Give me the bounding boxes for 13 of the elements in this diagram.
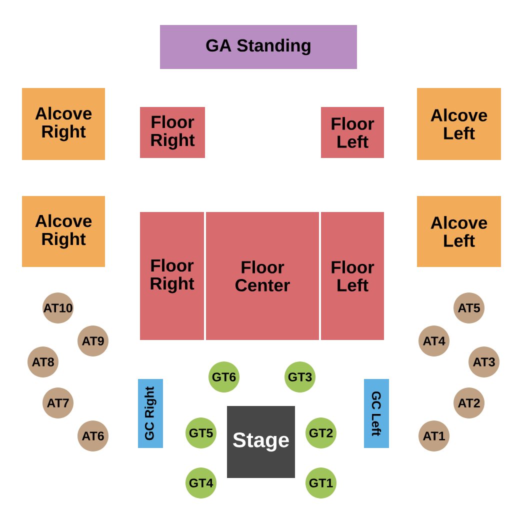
section-box: GA Standing (160, 25, 357, 69)
section-box: Floor Right (140, 212, 204, 340)
section-box: GC Right (138, 379, 163, 448)
section-box: Floor Left (321, 107, 384, 158)
section-box: Alcove Right (22, 88, 105, 160)
section-box: Floor Right (140, 107, 205, 158)
section-box: Alcove Left (417, 88, 501, 160)
section-box: Floor Center (206, 212, 319, 340)
section-box: GC Left (364, 379, 389, 448)
stage-box: Stage (227, 406, 295, 478)
section-box: Alcove Left (417, 196, 501, 267)
section-box: Alcove Right (22, 196, 105, 267)
section-box: Floor Left (321, 212, 384, 340)
